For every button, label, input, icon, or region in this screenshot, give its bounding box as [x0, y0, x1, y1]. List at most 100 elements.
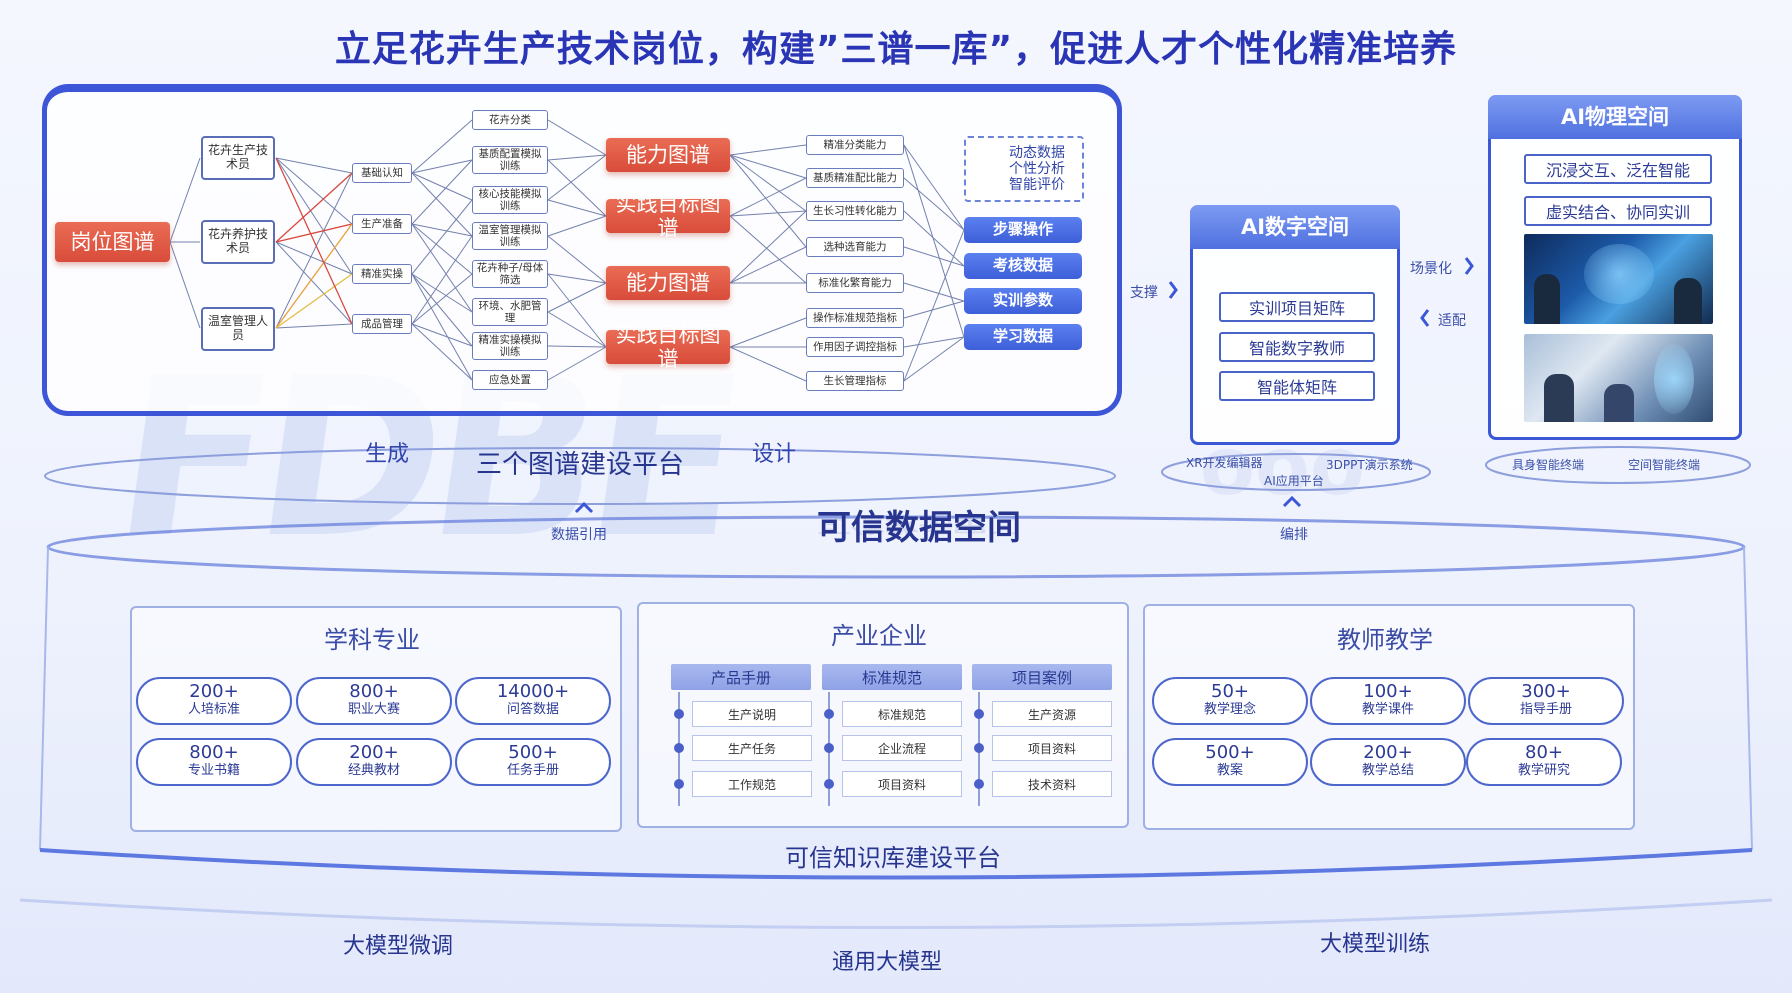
ability-node: 生长习性转化能力	[806, 201, 904, 221]
adapt-label: 适配	[1438, 313, 1466, 329]
standards-tab[interactable]: 标准规范	[822, 664, 962, 690]
task-node: 环境、水肥管理	[472, 298, 548, 326]
design-label: 设计	[752, 442, 797, 467]
list-bullet	[974, 709, 984, 719]
ai-physical-space-title: AI物理空间	[1488, 95, 1742, 139]
step-operation-button[interactable]: 步骤操作	[964, 217, 1082, 243]
stat-pill: 14000+问答数据	[455, 677, 611, 725]
list-bullet	[974, 743, 984, 753]
stage-node: 基础认知	[352, 163, 412, 183]
training-project-matrix[interactable]: 实训项目矩阵	[1219, 292, 1375, 322]
role-node: 花卉养护技术员	[201, 220, 275, 264]
list-item[interactable]: 技术资料	[992, 771, 1112, 797]
list-item[interactable]: 生产说明	[692, 701, 812, 727]
list-bullet	[974, 779, 984, 789]
spatial-terminal-label: 空间智能终端	[1628, 458, 1701, 472]
project-cases-tab[interactable]: 项目案例	[972, 664, 1112, 690]
stat-pill: 500+教案	[1152, 738, 1308, 786]
dynamic-data-box: 动态数据 个性分析 智能评价	[964, 136, 1084, 202]
list-item[interactable]: 工作规范	[692, 771, 812, 797]
dynamic-data-line: 个性分析	[1009, 160, 1065, 177]
ability-node: 操作标准规范指标	[806, 308, 904, 328]
job-map-node: 岗位图谱	[55, 222, 170, 262]
general-model-label: 通用大模型	[832, 950, 943, 975]
ability-node: 基质精准配比能力	[806, 168, 904, 188]
immersive-interaction-item[interactable]: 沉浸交互、泛在智能	[1524, 154, 1712, 184]
arrange-label: 编排	[1280, 527, 1308, 543]
list-bullet	[824, 743, 834, 753]
stat-pill: 80+教学研究	[1466, 738, 1622, 786]
list-bullet	[824, 779, 834, 789]
task-node: 基质配置模拟训练	[472, 146, 548, 174]
role-node: 温室管理人员	[201, 307, 275, 351]
industry-title: 产业企业	[831, 622, 927, 650]
model-finetune-label: 大模型微调	[343, 934, 454, 959]
learning-data-button[interactable]: 学习数据	[964, 324, 1082, 350]
training-params-button[interactable]: 实训参数	[964, 288, 1082, 314]
task-node: 核心技能模拟训练	[472, 186, 548, 214]
task-node: 温室管理模拟训练	[472, 222, 548, 250]
stat-pill: 50+教学理念	[1152, 677, 1308, 725]
practice-goal-map-node: 实践目标图谱	[606, 323, 730, 371]
support-label: 支撑	[1130, 285, 1158, 301]
ai-app-platform-label: AI应用平台	[1264, 474, 1324, 488]
graph-platform-label: 三个图谱建设平台	[476, 450, 685, 480]
stat-pill: 300+指导手册	[1468, 677, 1624, 725]
classroom-photo-1	[1524, 234, 1713, 324]
agent-matrix[interactable]: 智能体矩阵	[1219, 371, 1375, 401]
task-node: 花卉分类	[472, 110, 548, 130]
stat-pill: 800+专业书籍	[136, 738, 292, 786]
ability-node: 作用因子调控指标	[806, 337, 904, 357]
3dppt-system-label: 3DPPT演示系统	[1326, 458, 1413, 472]
virtual-real-item[interactable]: 虚实结合、协同实训	[1524, 196, 1712, 226]
list-bullet	[824, 709, 834, 719]
practice-goal-map-node: 实践目标图谱	[606, 192, 730, 240]
embodied-terminal-label: 具身智能终端	[1512, 458, 1585, 472]
page-title: 立足花卉生产技术岗位，构建”三谱一库”，促进人才个性化精准培养	[334, 29, 1458, 70]
list-bullet	[674, 709, 684, 719]
ability-node: 选种选育能力	[806, 237, 904, 257]
stage-node: 成品管理	[352, 314, 412, 334]
ability-map-node: 能力图谱	[606, 138, 730, 172]
list-item[interactable]: 项目资料	[842, 771, 962, 797]
list-item[interactable]: 项目资料	[992, 735, 1112, 761]
knowledge-platform-label: 可信知识库建设平台	[785, 844, 1001, 872]
stat-pill: 500+任务手册	[455, 738, 611, 786]
list-item[interactable]: 标准规范	[842, 701, 962, 727]
generate-label: 生成	[365, 442, 410, 467]
model-training-label: 大模型训练	[1320, 932, 1431, 957]
classroom-photo-2	[1524, 334, 1713, 422]
stage-node: 生产准备	[352, 214, 412, 234]
dynamic-data-line: 动态数据	[1009, 144, 1065, 161]
list-item[interactable]: 生产资源	[992, 701, 1112, 727]
smart-digital-teacher[interactable]: 智能数字教师	[1219, 332, 1375, 362]
stat-pill: 200+教学总结	[1310, 738, 1466, 786]
discipline-title: 学科专业	[324, 626, 420, 654]
ability-node: 精准分类能力	[806, 135, 904, 155]
teacher-title: 教师教学	[1337, 626, 1433, 654]
ability-map-node: 能力图谱	[606, 266, 730, 300]
stage-node: 精准实操	[352, 264, 412, 284]
list-bullet	[674, 779, 684, 789]
ai-digital-space-title: AI数字空间	[1190, 205, 1400, 249]
stat-pill: 800+职业大赛	[296, 677, 452, 725]
product-manual-tab[interactable]: 产品手册	[671, 664, 811, 690]
list-item[interactable]: 企业流程	[842, 735, 962, 761]
assessment-data-button[interactable]: 考核数据	[964, 253, 1082, 279]
list-item[interactable]: 生产任务	[692, 735, 812, 761]
trusted-data-space-reflection: 可信数据空间	[817, 516, 1021, 536]
ability-node: 标准化繁育能力	[806, 273, 904, 293]
trusted-data-space-title: 可信数据空间	[817, 508, 1021, 548]
task-node: 应急处置	[472, 370, 548, 390]
task-node: 花卉种子/母体筛选	[472, 260, 548, 288]
data-reference-label: 数据引用	[551, 527, 607, 543]
stat-pill: 200+人培标准	[136, 677, 292, 725]
list-bullet	[674, 743, 684, 753]
scenario-label: 场景化	[1410, 261, 1452, 277]
dynamic-data-line: 智能评价	[1009, 177, 1065, 194]
ability-node: 生长管理指标	[806, 371, 904, 391]
role-node: 花卉生产技术员	[201, 136, 275, 180]
xr-editor-label: XR开发编辑器	[1186, 456, 1263, 470]
stat-pill: 100+教学课件	[1310, 677, 1466, 725]
task-node: 精准实操模拟训练	[472, 332, 548, 360]
